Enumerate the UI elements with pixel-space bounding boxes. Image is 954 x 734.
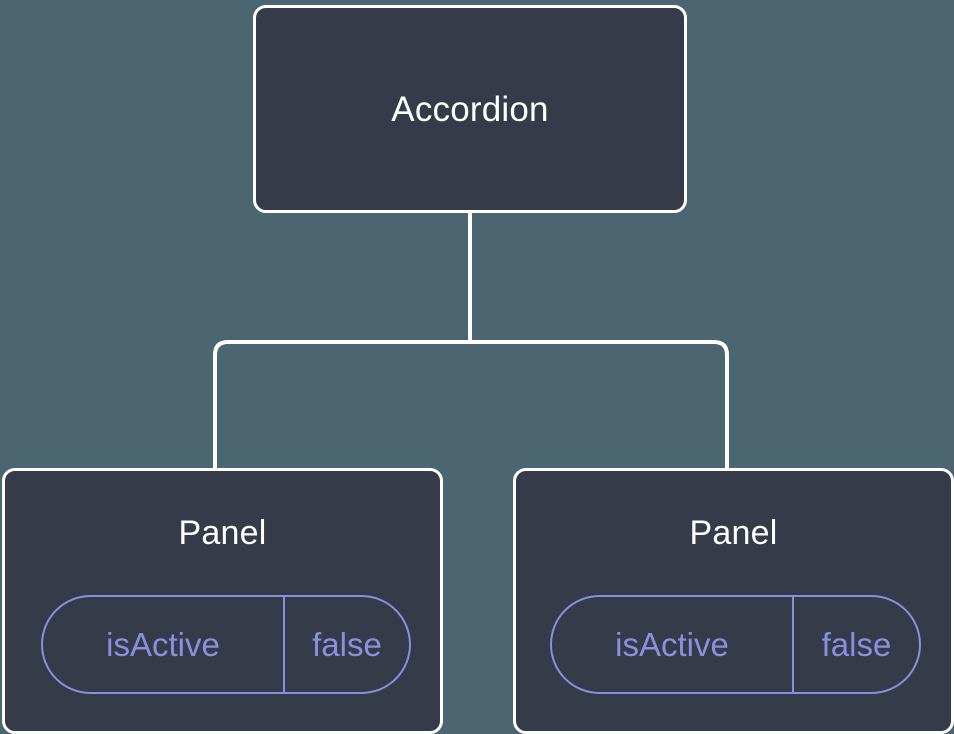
state-chip-panel-1[interactable]: isActive false [41, 595, 411, 694]
node-accordion[interactable]: Accordion [253, 5, 687, 213]
state-value-panel-2: false [821, 626, 892, 663]
state-chip-panel-2[interactable]: isActive false [550, 595, 921, 694]
state-chip-divider [283, 597, 285, 692]
state-chip-divider [792, 597, 794, 692]
node-accordion-label: Accordion [391, 89, 549, 129]
node-panel-2-label: Panel [689, 514, 778, 552]
node-panel-1[interactable]: Panel isActive false [2, 468, 443, 734]
node-panel-2[interactable]: Panel isActive false [513, 468, 954, 734]
state-key-panel-2: isActive [615, 626, 729, 663]
node-panel-1-label: Panel [178, 514, 267, 552]
state-key-panel-1: isActive [106, 626, 220, 663]
edge-branch-bus [213, 340, 729, 470]
state-value-panel-1: false [312, 626, 382, 663]
